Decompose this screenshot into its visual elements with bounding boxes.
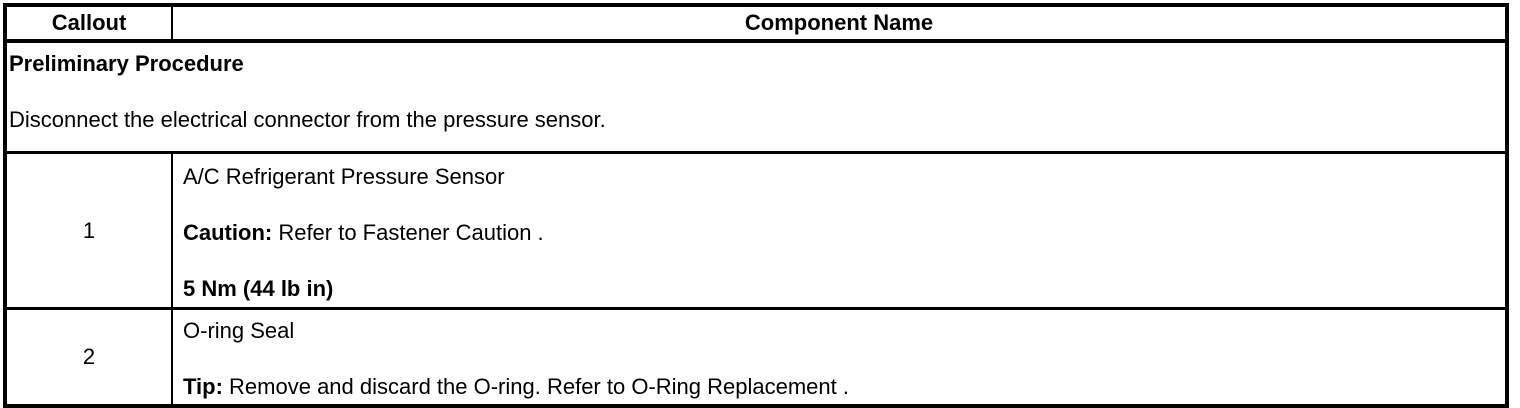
caution-note: Caution: Refer to Fastener Caution . [183,220,1495,246]
component-name-cell: A/C Refrigerant Pressure Sensor Caution:… [173,154,1505,307]
tip-text: Remove and discard the O-ring. Refer to … [222,374,849,399]
callout-number: 1 [7,154,173,307]
table-header-row: Callout Component Name [7,7,1505,43]
torque-spec: 5 Nm (44 lb in) [183,276,334,301]
table-row: 1 A/C Refrigerant Pressure Sensor Cautio… [7,154,1505,310]
preliminary-procedure-body: Disconnect the electrical connector from… [9,107,606,132]
table-row: 2 O-ring Seal Tip: Remove and discard th… [7,310,1505,404]
header-callout: Callout [7,7,173,39]
caution-label: Caution: [183,220,273,245]
caution-text: Refer to Fastener Caution . [272,220,544,245]
tip-note: Tip: Remove and discard the O-ring. Refe… [183,374,1495,400]
component-callout-table: Callout Component Name Preliminary Proce… [3,3,1509,408]
preliminary-procedure-row: Preliminary Procedure Disconnect the ele… [7,43,1505,154]
preliminary-procedure-title: Preliminary Procedure [9,51,244,76]
component-name-text: A/C Refrigerant Pressure Sensor [183,164,505,189]
component-name-cell: O-ring Seal Tip: Remove and discard the … [173,310,1505,404]
callout-number: 2 [7,310,173,404]
tip-label: Tip: [183,374,223,399]
component-name-text: O-ring Seal [183,318,295,343]
header-component-name: Component Name [744,10,934,35]
